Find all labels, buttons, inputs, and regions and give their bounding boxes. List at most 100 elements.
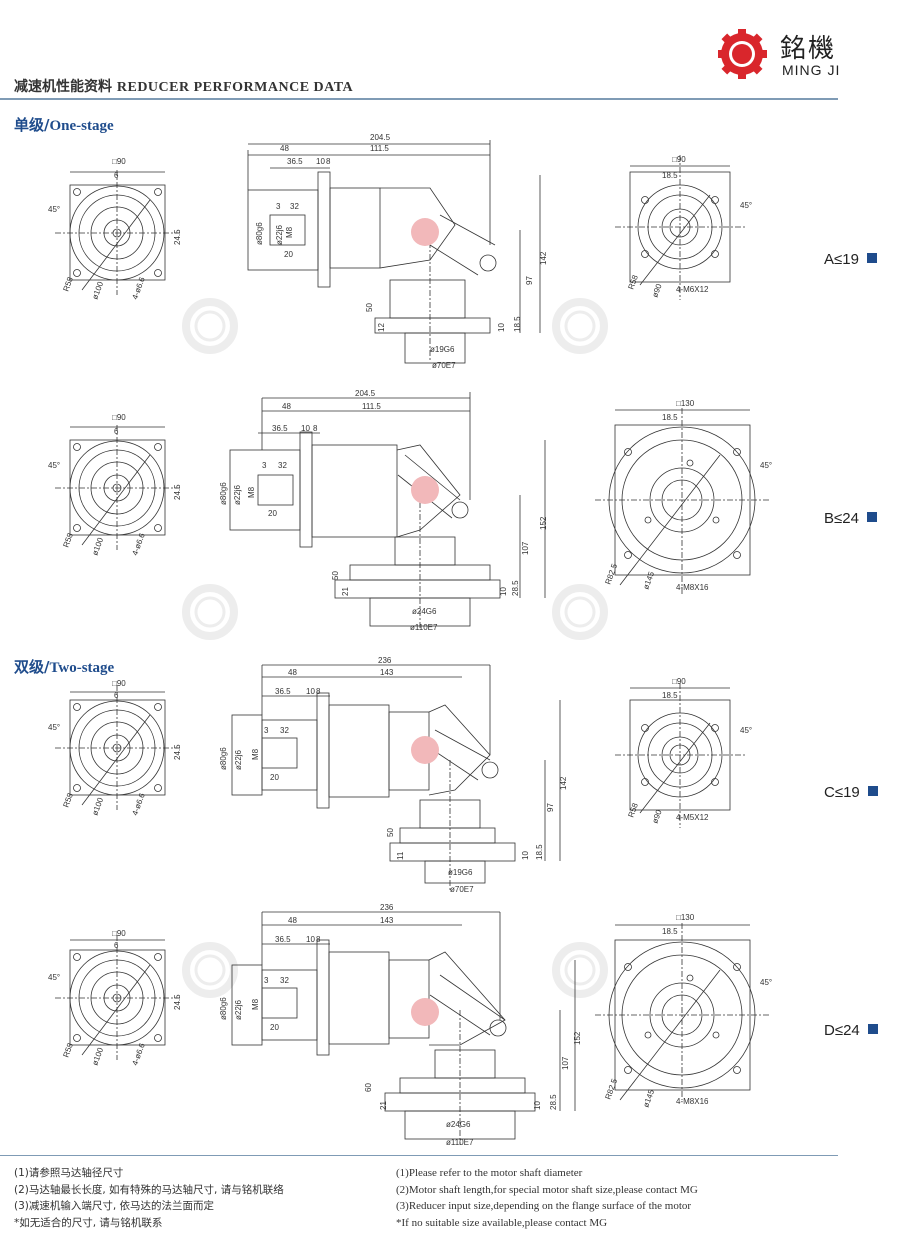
dim-text: ø145 <box>641 570 656 591</box>
dim-text: 12 <box>377 323 386 332</box>
dim-text: 45° <box>760 461 772 470</box>
dim-text: 36.5 <box>275 687 291 696</box>
dim-text: ø100 <box>90 280 105 301</box>
dim-text: 236 <box>378 656 392 665</box>
dim-text: 8 <box>326 157 331 166</box>
ratio-marker-icon <box>866 253 877 263</box>
dim-text: ø70E7 <box>432 361 456 370</box>
dim-text: 107 <box>521 541 530 555</box>
notes-cn: (1)请参照马达轴径尺寸 (2)马达轴最长长度, 如有特殊的马达轴尺寸, 请与铭… <box>14 1165 284 1231</box>
drawing-a-input-view <box>615 155 745 300</box>
dim-text: 28.5 <box>511 580 520 596</box>
dim-text: ø145 <box>641 1088 656 1109</box>
dim-text: 10 <box>316 157 325 166</box>
drawing-a-front-face <box>55 170 180 295</box>
dim-text: 50 <box>331 571 340 580</box>
dim-text: □90 <box>672 155 686 164</box>
dim-text: □90 <box>112 929 126 938</box>
section-title-two-stage: 双级/Two-stage <box>14 658 115 676</box>
dim-text: 97 <box>546 803 555 812</box>
drawing-d-input-view <box>595 923 770 1101</box>
dim-text: 60 <box>364 1083 373 1092</box>
dim-text: 3 <box>264 726 269 735</box>
dim-text: 32 <box>278 461 287 470</box>
dim-text: 107 <box>561 1056 570 1070</box>
dim-text: R82.5 <box>603 562 619 586</box>
dim-text: 48 <box>280 144 289 153</box>
dim-text: 4-ø6.6 <box>130 275 147 300</box>
dim-text: 24.5 <box>173 484 182 500</box>
dim-text: R82.5 <box>603 1077 619 1101</box>
dim-text: ø19G6 <box>430 345 455 354</box>
dim-text: ø90 <box>650 808 663 825</box>
dim-text: □90 <box>112 157 126 166</box>
drawing-c-front-face <box>55 685 180 810</box>
dim-text: R58 <box>61 531 75 548</box>
dim-text: 6 <box>114 691 119 700</box>
dim-text: 24.5 <box>173 229 182 245</box>
dim-text: M8 <box>251 998 260 1010</box>
dim-text: 45° <box>48 461 60 470</box>
dim-text: ø24G6 <box>412 607 437 616</box>
dim-text: 20 <box>270 1023 279 1032</box>
dim-text: 32 <box>280 726 289 735</box>
dim-text: 21 <box>341 587 350 596</box>
ratio-label-b: B≤24 <box>824 510 877 527</box>
dim-text: 142 <box>539 251 548 265</box>
dim-text: 6 <box>114 427 119 436</box>
drawing-a-side-view <box>247 140 541 364</box>
drawing-b-front-face <box>55 425 180 550</box>
dim-text: 10 <box>521 851 530 860</box>
header-rule <box>0 98 838 100</box>
dim-text: 24.5 <box>173 744 182 760</box>
dim-text: ø22j6 <box>233 484 242 505</box>
brand-name-cn: 銘機 <box>780 34 837 64</box>
dim-text: ø100 <box>90 536 105 557</box>
dim-text: ø100 <box>90 1046 105 1067</box>
dim-text: 4-M5X12 <box>676 813 709 822</box>
dim-text: □130 <box>676 913 695 922</box>
note-cn-2: (2)马达轴最长长度, 如有特殊的马达轴尺寸, 请与铭机联络 <box>14 1183 284 1196</box>
dim-text: 3 <box>262 461 267 470</box>
dim-text: 48 <box>288 668 297 677</box>
dim-text: 6 <box>114 941 119 950</box>
dim-text: 111.5 <box>370 144 389 153</box>
dim-text: R58 <box>626 273 640 290</box>
dim-text: 32 <box>290 202 299 211</box>
note-cn-1: (1)请参照马达轴径尺寸 <box>14 1167 124 1179</box>
dim-text: R58 <box>626 801 640 818</box>
brand-name-en: MING JI <box>782 62 841 78</box>
dim-text: 142 <box>559 776 568 790</box>
dim-text: 143 <box>380 668 394 677</box>
dim-text: 204.5 <box>370 133 391 142</box>
drawing-d-side-view <box>231 911 576 1145</box>
page-title-en: REDUCER PERFORMANCE DATA <box>116 80 354 95</box>
dim-text: 32 <box>280 976 289 985</box>
page-title-cn: 减速机性能资料 <box>14 79 112 95</box>
ratio-label-d: D≤24 <box>824 1022 878 1039</box>
dim-text: 18.5 <box>662 691 678 700</box>
section-title-one-stage: 单级/One-stage <box>14 116 114 134</box>
dim-text: □90 <box>112 679 126 688</box>
dim-text: 18.5 <box>662 413 678 422</box>
ratio-marker-icon <box>867 1024 878 1034</box>
dim-text: 97 <box>525 276 534 285</box>
dim-text: 8 <box>316 687 321 696</box>
dim-text: 10 <box>499 587 508 596</box>
note-en-4: *If no suitable size available,please co… <box>396 1216 608 1229</box>
dim-text: 8 <box>316 935 321 944</box>
dim-text: 10 <box>497 323 506 332</box>
dim-text: 20 <box>284 250 293 259</box>
dim-text: ø110E7 <box>410 623 438 632</box>
dim-text: ø22j6 <box>234 999 243 1020</box>
dim-text: 48 <box>288 916 297 925</box>
drawing-c: □90 6 45° 24.5 R58 ø100 4-ø6.6 <box>48 656 752 894</box>
dim-text: 18.5 <box>535 844 544 860</box>
note-cn-3: (3)减速机输入端尺寸, 依马达的法兰面而定 <box>14 1200 215 1212</box>
dim-text: 3 <box>276 202 281 211</box>
note-en-3: (3)Reducer input size,depending on the f… <box>396 1200 692 1212</box>
dim-text: ø80g6 <box>255 222 264 245</box>
drawing-b-side-view <box>229 392 546 630</box>
dim-text: M8 <box>251 748 260 760</box>
dim-text: ø100 <box>90 796 105 817</box>
